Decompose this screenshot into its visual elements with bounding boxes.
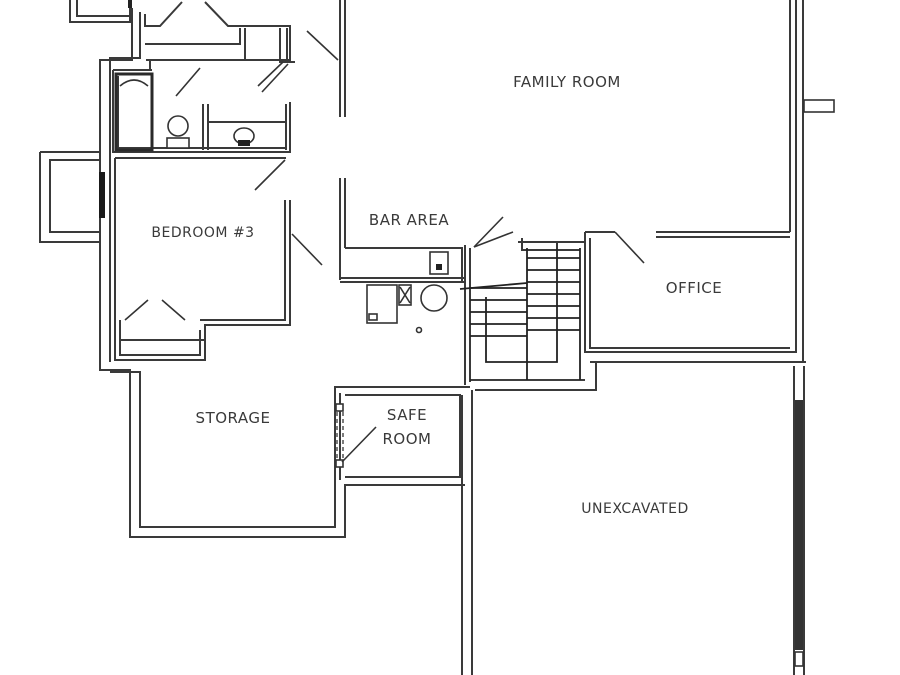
room-label-family-room: FAMILY ROOM [513,73,621,91]
staircase [459,238,585,385]
bathroom [112,69,291,191]
room-label-bedroom-3: BEDROOM #3 [151,225,255,241]
room-label-office: OFFICE [665,279,723,297]
unexcavated-walls [461,390,473,675]
bar-area-walls [339,178,514,334]
room-label-storage: STORAGE [195,409,271,427]
door-swings-upper [175,0,346,117]
room-label-safe-room: SAFE ROOM [382,406,432,448]
room-label-bar-area: BAR AREA [368,211,450,229]
storage-walls [100,369,470,538]
right-exterior-walls [475,0,835,675]
bedroom-3-walls [39,151,323,361]
room-label-unexcavated: UNEXCAVATED [581,501,689,517]
